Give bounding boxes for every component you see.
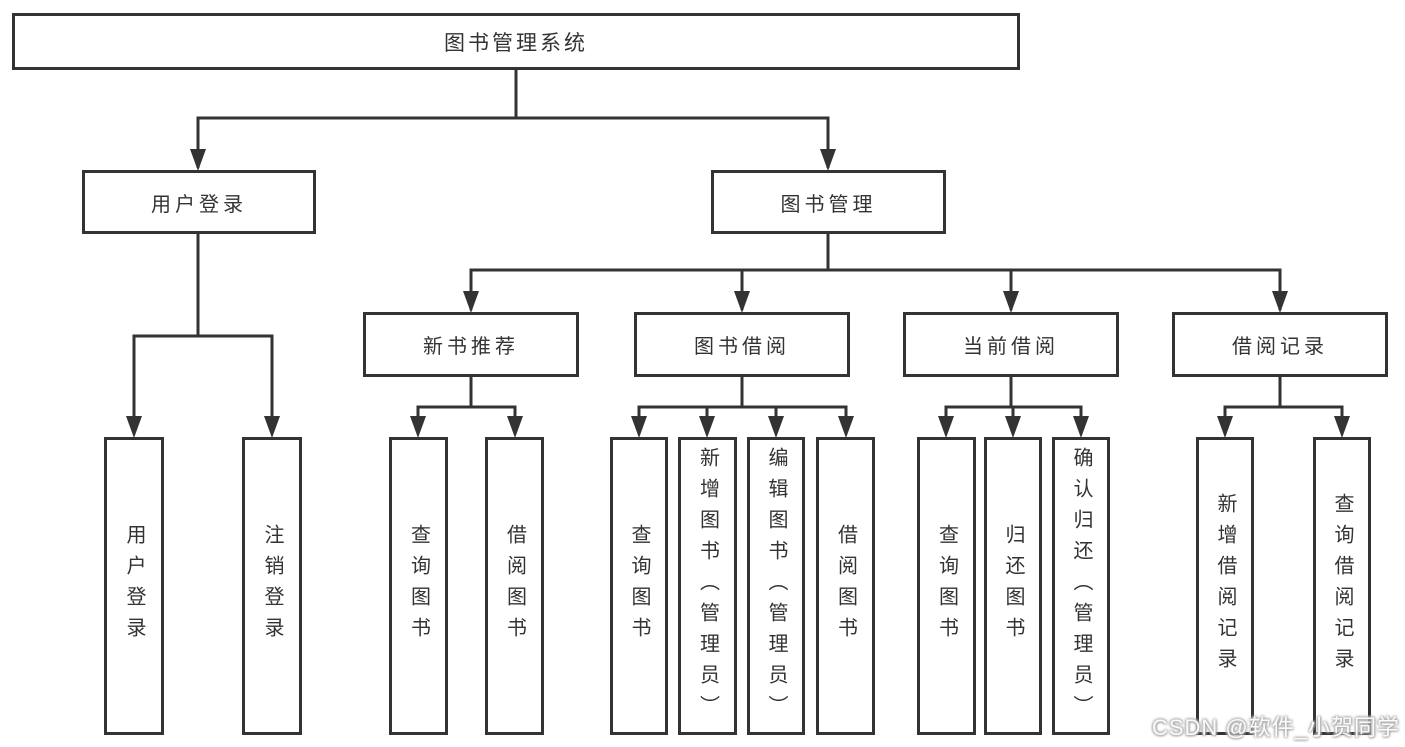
leaf-query-book-recommend: 查询图书	[389, 437, 448, 735]
leaf-query-borrow-record: 查询借阅记录	[1313, 437, 1371, 735]
watermark: CSDN @软件_小贺同学	[1151, 715, 1400, 740]
leaf-borrow-book-recommend: 借阅图书	[485, 437, 544, 735]
leaf-confirm-return-admin-label: 确认归还（管理员）	[1070, 446, 1092, 726]
leaf-user-login-label: 用户登录	[123, 524, 145, 648]
leaf-add-book-admin-label: 新增图书（管理员）	[696, 446, 719, 726]
leaf-borrow-book-label: 借阅图书	[834, 524, 857, 648]
leaf-query-book-recommend-label: 查询图书	[407, 524, 430, 648]
node-book-borrow: 图书借阅	[634, 312, 850, 377]
node-book-management: 图书管理	[711, 170, 946, 234]
leaf-edit-book-admin-label: 编辑图书（管理员）	[765, 446, 787, 726]
node-borrow-records-label: 借阅记录	[1232, 336, 1328, 358]
node-book-borrow-label: 图书借阅	[694, 336, 790, 358]
node-root: 图书管理系统	[12, 13, 1020, 70]
node-user-login: 用户登录	[82, 170, 316, 234]
node-new-book-recommend: 新书推荐	[363, 312, 579, 377]
leaf-return-book-label: 归还图书	[1002, 524, 1024, 648]
node-root-label: 图书管理系统	[444, 31, 588, 55]
leaf-logout-login: 注销登录	[242, 437, 302, 735]
node-borrow-records: 借阅记录	[1172, 312, 1388, 377]
leaf-query-book-borrow-label: 查询图书	[628, 524, 650, 648]
leaf-borrow-book-recommend-label: 借阅图书	[503, 524, 526, 648]
leaf-return-book: 归还图书	[984, 437, 1042, 735]
node-new-book-recommend-label: 新书推荐	[423, 336, 519, 358]
leaf-query-book-current-label: 查询图书	[935, 524, 958, 648]
leaf-add-borrow-record: 新增借阅记录	[1196, 437, 1254, 735]
leaf-logout-login-label: 注销登录	[261, 524, 283, 648]
node-current-borrow: 当前借阅	[903, 312, 1119, 377]
node-user-login-label: 用户登录	[151, 193, 247, 216]
leaf-add-book-admin: 新增图书（管理员）	[678, 437, 737, 735]
node-book-management-label: 图书管理	[780, 193, 877, 216]
leaf-confirm-return-admin: 确认归还（管理员）	[1052, 437, 1110, 735]
node-current-borrow-label: 当前借阅	[963, 336, 1059, 358]
leaf-query-book-current: 查询图书	[917, 437, 976, 735]
leaf-query-borrow-record-label: 查询借阅记录	[1331, 493, 1353, 679]
leaf-user-login: 用户登录	[104, 437, 164, 735]
leaf-add-borrow-record-label: 新增借阅记录	[1214, 493, 1236, 679]
leaf-edit-book-admin: 编辑图书（管理员）	[747, 437, 805, 735]
leaf-borrow-book: 借阅图书	[816, 437, 875, 735]
leaf-query-book-borrow: 查询图书	[610, 437, 668, 735]
